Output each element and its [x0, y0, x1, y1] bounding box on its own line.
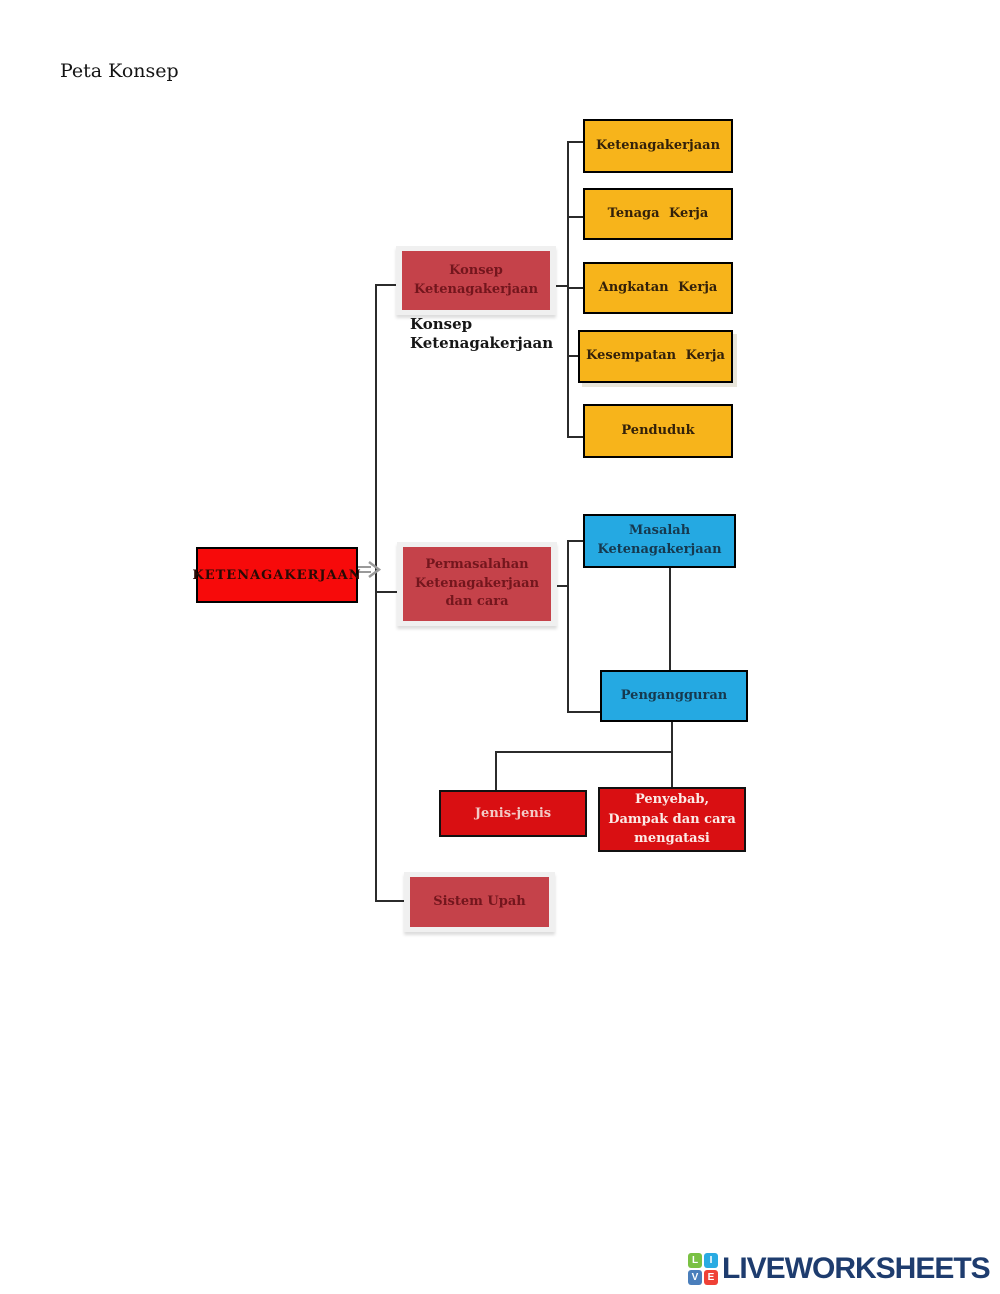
connector-permasalahan-right [550, 585, 569, 587]
typed-answer-konsep[interactable]: Konsep Ketenagakerjaan [410, 315, 554, 352]
connector-masalah-to-pengangguran [669, 568, 671, 670]
node-ketenagakerjaan-label: Ketenagakerjaan [595, 137, 721, 153]
node-masalah-label: Masalah Ketenagakerjaan [597, 523, 722, 557]
connector-blue-vertical [567, 540, 569, 713]
connector-yellow-stub-1 [567, 141, 584, 143]
connector-konsep-stub [375, 284, 403, 286]
node-root-label: KETENAGAKERJAAN [192, 567, 362, 583]
node-jenis-jenis-label: Jenis-jenis [474, 805, 552, 821]
logo-cell-e: E [704, 1270, 718, 1285]
node-penduduk: Penduduk [583, 404, 733, 458]
node-penyebab-dampak-label: Penyebab, Dampak dan cara mengatasi [608, 792, 736, 847]
chip-permasalahan[interactable]: Permasalahan Ketenagakerjaan dan cara [397, 542, 557, 626]
node-penyebab-dampak: Penyebab, Dampak dan cara mengatasi [598, 787, 746, 852]
node-kesempatan-kerja-label: Kesempatan Kerja [586, 348, 725, 364]
connector-yellow-vertical [567, 141, 569, 438]
chip-sistem-upah-label: Sistem Upah [410, 877, 549, 927]
page-title: Peta Konsep [60, 60, 179, 82]
logo-cell-i: I [704, 1253, 718, 1268]
logo-cell-v: V [688, 1270, 702, 1285]
connector-sistem-stub [375, 900, 411, 902]
chip-konsep-ketenagakerjaan[interactable]: Konsep Ketenagakerjaan [396, 246, 556, 315]
node-jenis-jenis: Jenis-jenis [439, 790, 587, 837]
connector-pengangguran-down [671, 722, 673, 752]
connector-yellow-stub-3 [567, 287, 584, 289]
connector-yellow-stub-2 [567, 216, 584, 218]
node-penduduk-label: Penduduk [621, 422, 695, 438]
node-angkatan-kerja: Angkatan Kerja [583, 262, 733, 314]
connector-leaves-horizontal [495, 751, 673, 753]
chip-sistem-upah[interactable]: Sistem Upah [404, 872, 555, 932]
chip-konsep-label: Konsep Ketenagakerjaan [402, 251, 550, 310]
node-masalah-ketenagakerjaan: Masalah Ketenagakerjaan [583, 514, 736, 568]
logo-cell-l: L [688, 1253, 702, 1268]
node-pengangguran-label: Pengangguran [620, 687, 728, 703]
liveworksheets-wordmark: LIVEWORKSHEETS [722, 1252, 991, 1285]
node-pengangguran: Pengangguran [600, 670, 748, 722]
node-root: KETENAGAKERJAAN [192, 547, 361, 603]
chip-permasalahan-label: Permasalahan Ketenagakerjaan dan cara [403, 547, 551, 621]
node-tenaga-kerja: Tenaga Kerja [583, 188, 733, 240]
node-tenaga-kerja-label: Tenaga Kerja [607, 205, 709, 221]
connector-pengangguran-stub [567, 711, 601, 713]
node-kesempatan-kerja[interactable]: Kesempatan Kerja [578, 330, 733, 383]
connector-penyebab-down [671, 751, 673, 788]
connector-masalah-stub [567, 540, 584, 542]
connector-jenis-down [495, 751, 497, 790]
node-angkatan-kerja-label: Angkatan Kerja [598, 279, 718, 295]
node-ketenagakerjaan: Ketenagakerjaan [583, 119, 733, 173]
connector-permasalahan-stub [375, 591, 404, 593]
liveworksheets-grid-icon: L I V E [688, 1253, 718, 1285]
connector-konsep-right [550, 285, 569, 287]
connector-trunk [375, 284, 377, 902]
connector-yellow-stub-4 [567, 355, 584, 357]
liveworksheets-logo[interactable]: L I V E LIVEWORKSHEETS [688, 1252, 991, 1286]
connector-yellow-stub-5 [567, 436, 584, 438]
